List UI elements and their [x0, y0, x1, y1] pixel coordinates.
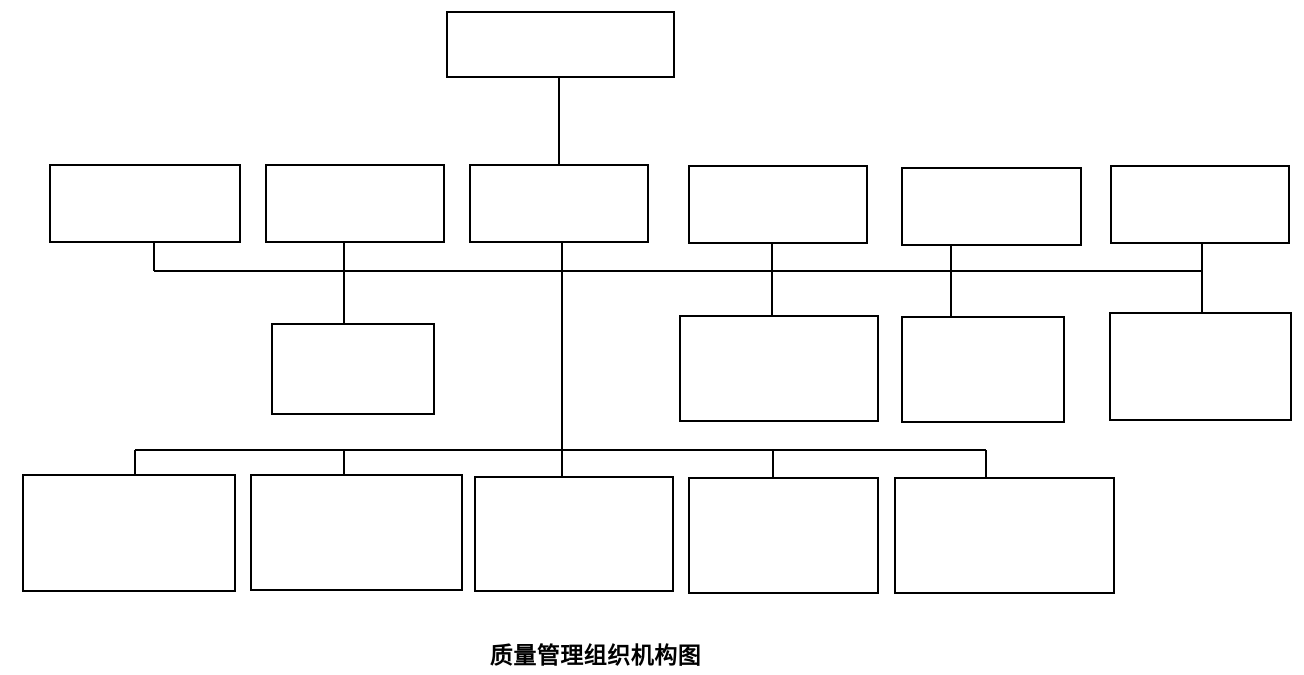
- org-box: [894, 477, 1115, 594]
- org-box: [469, 164, 649, 243]
- org-box: [474, 476, 674, 592]
- org-box: [265, 164, 445, 243]
- org-box: [688, 477, 879, 594]
- org-box: [688, 165, 868, 244]
- org-box: [679, 315, 879, 422]
- org-box: [49, 164, 241, 243]
- org-box: [1109, 312, 1292, 421]
- org-box: [901, 167, 1082, 246]
- org-box: [250, 474, 463, 591]
- org-box: [22, 474, 236, 592]
- org-box: [901, 316, 1065, 423]
- org-box: [1110, 165, 1290, 244]
- org-box: [271, 323, 435, 415]
- org-box-top: [446, 11, 675, 78]
- diagram-caption: 质量管理组织机构图: [490, 642, 702, 669]
